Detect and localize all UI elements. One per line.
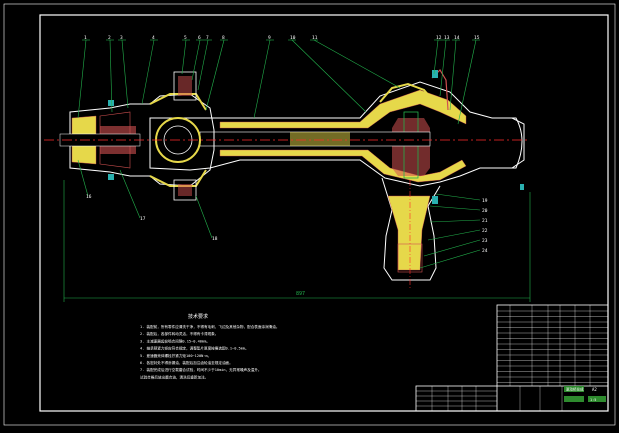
- title-cell-green-2: [564, 396, 584, 402]
- note-line-2: 2. 装配后，各部件转动灵活，不得有卡滞现象。: [140, 331, 218, 336]
- part-label-21: 21: [482, 218, 488, 224]
- part-label-15: 15: [474, 35, 480, 41]
- part-label-2: 2: [108, 35, 111, 41]
- part-label-16: 16: [86, 194, 92, 200]
- scale-value: 1:5: [590, 398, 596, 402]
- note-line-5: 5. 差速器壳体螺栓拧紧力矩100~120N·m。: [140, 353, 211, 358]
- part-label-12: 12: [436, 35, 442, 41]
- axle-assembly-section: [44, 69, 530, 290]
- notes-title: 技术要求: [188, 313, 208, 320]
- inner-frame: [39, 14, 609, 412]
- note-line-7: 7. 装配完成后进行空载磨合试验，时间不少于10min，无异常噪声及温升。: [140, 367, 262, 372]
- part-label-5: 5: [184, 35, 187, 41]
- part-leaders: [77, 39, 481, 269]
- note-line-4: 4. 轴承预紧力矩应符合规定，调整垫片厚度按需选配0.1~0.5mm。: [140, 346, 249, 351]
- part-label-23: 23: [482, 238, 488, 244]
- part-label-11: 11: [312, 35, 318, 41]
- part-label-3: 3: [120, 35, 123, 41]
- part-label-1: 1: [84, 35, 87, 41]
- technical-notes: 技术要求 1. 装配前，所有零件应清洗干净，不得有毛刺、飞边及其他杂物，配合表面…: [140, 313, 279, 379]
- note-line-8: 试验合格后放出磨合油，清洗后重新加注。: [140, 374, 208, 379]
- part-label-19: 19: [482, 198, 488, 204]
- note-line-6: 6. 各密封处不得渗漏油，装配后加注齿轮油至规定油面。: [140, 360, 233, 365]
- part-label-22: 22: [482, 228, 488, 234]
- title-block: 驱动桥总成 A2 1:5: [415, 304, 609, 412]
- note-line-1: 1. 装配前，所有零件应清洗干净，不得有毛刺、飞边及其他杂物，配合表面涂润滑油。: [140, 324, 279, 329]
- title-cell-green-3: [588, 396, 606, 402]
- part-label-20: 20: [482, 208, 488, 214]
- part-label-10: 10: [290, 35, 296, 41]
- part-label-18: 18: [212, 236, 218, 242]
- part-label-7: 7: [206, 35, 209, 41]
- drawing-name: 驱动桥总成: [566, 387, 584, 392]
- title-cell-green-1: [564, 386, 584, 392]
- overall-dimension: 897: [63, 180, 531, 302]
- part-label-24: 24: [482, 248, 488, 254]
- part-label-4: 4: [152, 35, 155, 41]
- part-label-6: 6: [198, 35, 201, 41]
- part-label-13: 13: [444, 35, 450, 41]
- part-label-8: 8: [222, 35, 225, 41]
- outer-border: [3, 3, 616, 426]
- overall-dimension-value: 897: [296, 291, 305, 297]
- part-label-9: 9: [268, 35, 271, 41]
- sheet-size: A2: [592, 387, 597, 392]
- part-label-17: 17: [140, 216, 146, 222]
- note-line-3: 3. 主减速器齿轮啮合间隙0.15~0.40mm。: [140, 338, 210, 343]
- part-label-14: 14: [454, 35, 460, 41]
